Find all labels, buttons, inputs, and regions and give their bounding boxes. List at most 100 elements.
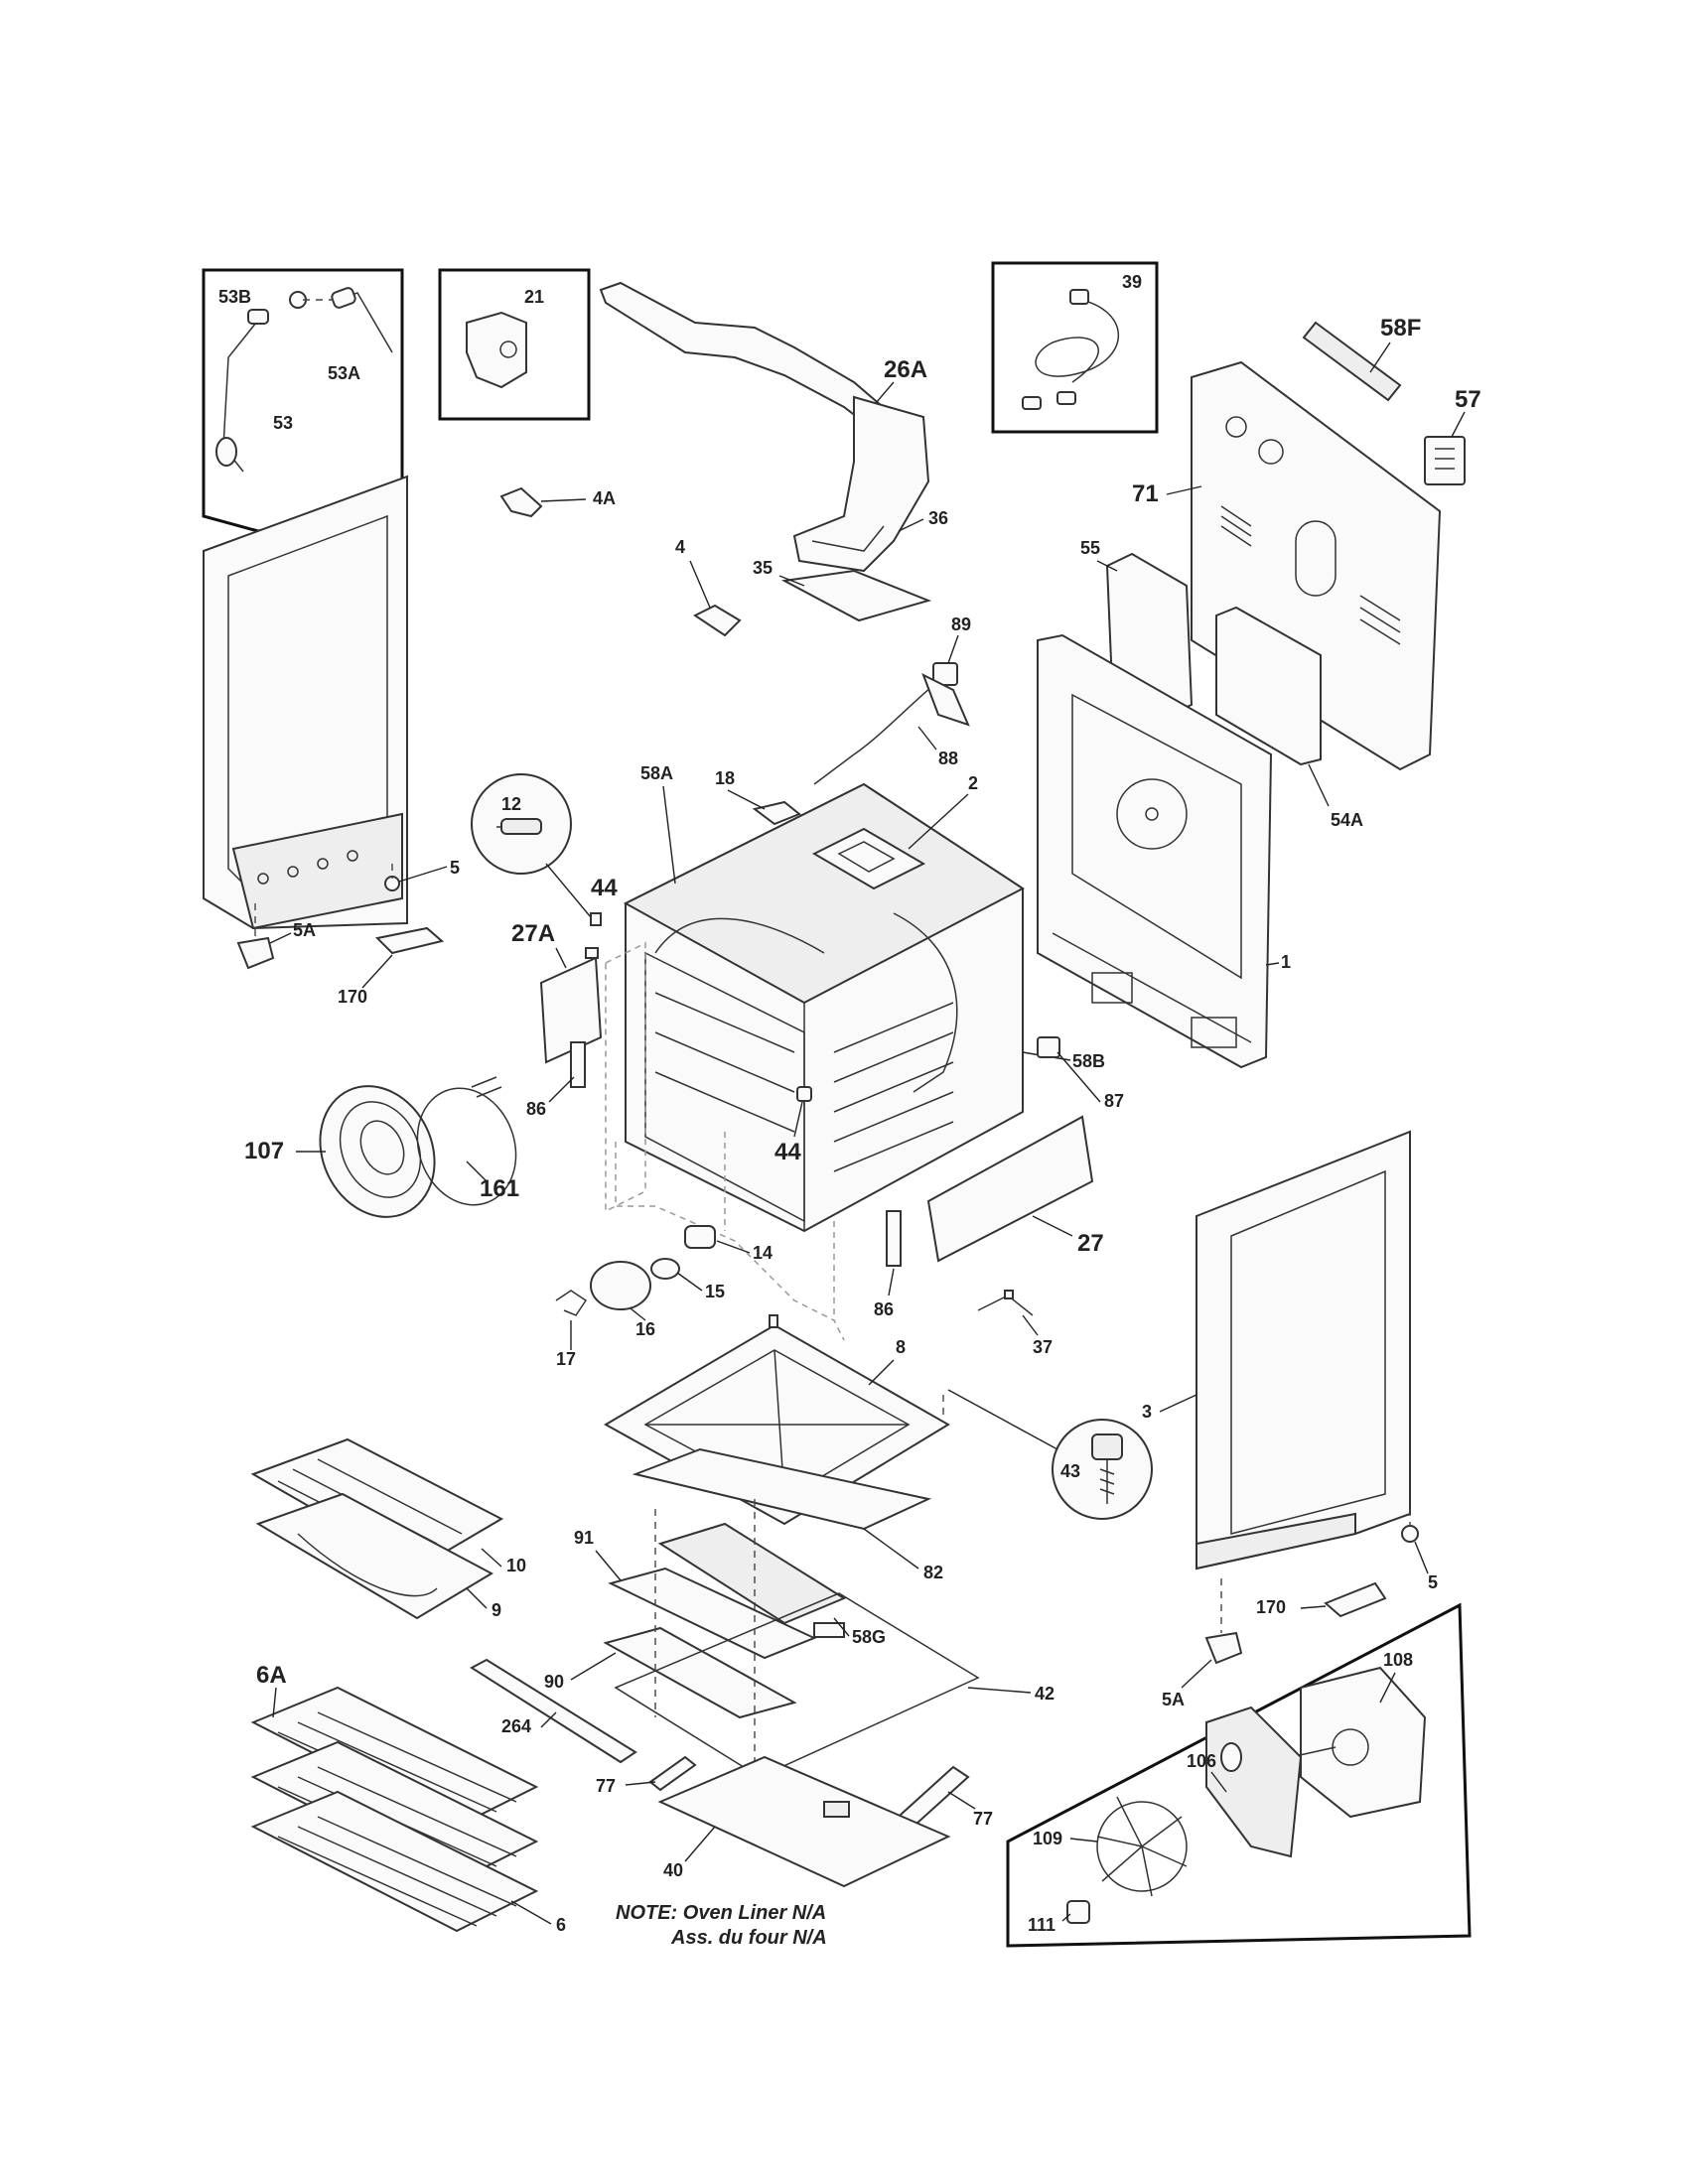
label-5-right: 5 <box>1428 1572 1438 1592</box>
label-8: 8 <box>896 1337 906 1357</box>
hinge-screw-5-right <box>1401 1509 1419 1543</box>
fan-cover-107 <box>319 1085 436 1218</box>
label-77-left: 77 <box>596 1776 616 1796</box>
oven-cavity-58A <box>623 782 1025 1233</box>
label-107: 107 <box>244 1138 284 1164</box>
label-58A: 58A <box>640 763 673 783</box>
label-40: 40 <box>663 1860 683 1880</box>
flue-duct-36 <box>792 395 930 573</box>
label-111: 111 <box>1028 1915 1055 1935</box>
inset-part-21-box <box>438 268 591 421</box>
hinge-5A-right <box>1204 1578 1243 1665</box>
label-5-left: 5 <box>450 858 460 878</box>
label-77-right: 77 <box>973 1809 993 1829</box>
clip-44-top <box>585 912 602 959</box>
shield-54A <box>1215 606 1322 766</box>
label-9: 9 <box>492 1600 501 1620</box>
inset-socket-12 <box>471 773 597 924</box>
broiler-pan-9 <box>255 1492 494 1620</box>
label-53: 53 <box>273 413 293 433</box>
label-17: 17 <box>556 1349 576 1369</box>
label-6: 6 <box>556 1915 566 1935</box>
label-26A: 26A <box>884 356 927 383</box>
label-82: 82 <box>923 1563 943 1582</box>
oven-rack-6 <box>250 1790 539 1933</box>
label-91: 91 <box>574 1528 594 1548</box>
label-57: 57 <box>1455 386 1481 413</box>
bracket-90 <box>603 1626 797 1719</box>
label-42: 42 <box>1035 1684 1055 1704</box>
clip-86-right <box>886 1210 902 1267</box>
label-4: 4 <box>675 537 685 557</box>
slide-77-left <box>648 1755 697 1792</box>
oven-door-left <box>203 475 408 930</box>
label-12: 12 <box>501 794 521 814</box>
drawer-40 <box>657 1755 951 1888</box>
label-170-right: 170 <box>1256 1597 1286 1617</box>
label-15: 15 <box>705 1282 725 1301</box>
label-35: 35 <box>753 558 773 578</box>
label-170-left: 170 <box>338 987 367 1007</box>
label-87: 87 <box>1104 1091 1124 1111</box>
bracket-4 <box>693 604 742 637</box>
rear-frame-1 <box>1037 633 1273 1069</box>
label-16: 16 <box>635 1319 655 1339</box>
lens-16 <box>590 1261 651 1310</box>
label-71: 71 <box>1132 480 1159 507</box>
hinge-5A-left <box>236 903 275 970</box>
label-18: 18 <box>715 768 735 788</box>
label-27: 27 <box>1077 1230 1104 1257</box>
label-88: 88 <box>938 749 958 768</box>
element-161 <box>416 1076 517 1206</box>
label-5A-left: 5A <box>293 920 316 940</box>
label-86-left: 86 <box>526 1099 546 1119</box>
shield-82 <box>632 1447 932 1531</box>
label-109: 109 <box>1033 1829 1062 1848</box>
trim-264 <box>470 1658 637 1764</box>
label-37: 37 <box>1033 1337 1053 1357</box>
label-106: 106 <box>1187 1751 1216 1771</box>
bulb-15 <box>650 1258 680 1280</box>
label-86-right: 86 <box>874 1299 894 1319</box>
hinge-170-right <box>1324 1581 1387 1618</box>
label-53B: 53B <box>218 287 251 307</box>
label-5A-right: 5A <box>1162 1690 1185 1709</box>
cover-57 <box>1424 436 1466 485</box>
label-plate-58F <box>1302 321 1402 402</box>
label-21: 21 <box>524 287 544 307</box>
oven-frame-ghost <box>605 941 845 1341</box>
label-54A: 54A <box>1331 810 1363 830</box>
label-14: 14 <box>753 1243 773 1263</box>
rail-27A <box>539 956 603 1064</box>
socket-14 <box>684 1225 716 1249</box>
hinge-screw-5-left <box>384 864 400 891</box>
clip-17 <box>555 1290 588 1316</box>
bracket-4A <box>499 486 543 518</box>
label-58G: 58G <box>852 1627 886 1647</box>
sensor-18 <box>752 800 801 826</box>
label-89: 89 <box>951 614 971 634</box>
label-58B: 58B <box>1072 1051 1105 1071</box>
label-55: 55 <box>1080 538 1100 558</box>
plate-2 <box>811 827 926 890</box>
label-4A: 4A <box>593 488 616 508</box>
rail-27 <box>926 1115 1094 1263</box>
note-oven-liner-french: Ass. du four N/A <box>670 1927 827 1949</box>
clip-44-bottom <box>796 1086 812 1102</box>
heater-58G <box>657 1522 847 1638</box>
fan-blade-109 <box>1096 1796 1188 1897</box>
clip-86-left <box>570 1041 586 1088</box>
bracket-88 <box>921 672 970 727</box>
label-43: 43 <box>1060 1461 1080 1481</box>
label-53A: 53A <box>328 363 360 383</box>
label-1: 1 <box>1281 952 1291 972</box>
wire-37 <box>977 1290 1034 1316</box>
bottom-frame-42 <box>614 1499 980 1778</box>
label-108: 108 <box>1383 1650 1413 1670</box>
label-36: 36 <box>928 508 948 528</box>
label-44-top: 44 <box>591 875 618 901</box>
label-6A: 6A <box>256 1662 287 1689</box>
oven-door-right <box>1196 1130 1411 1570</box>
inset-screw-43 <box>942 1389 1153 1520</box>
